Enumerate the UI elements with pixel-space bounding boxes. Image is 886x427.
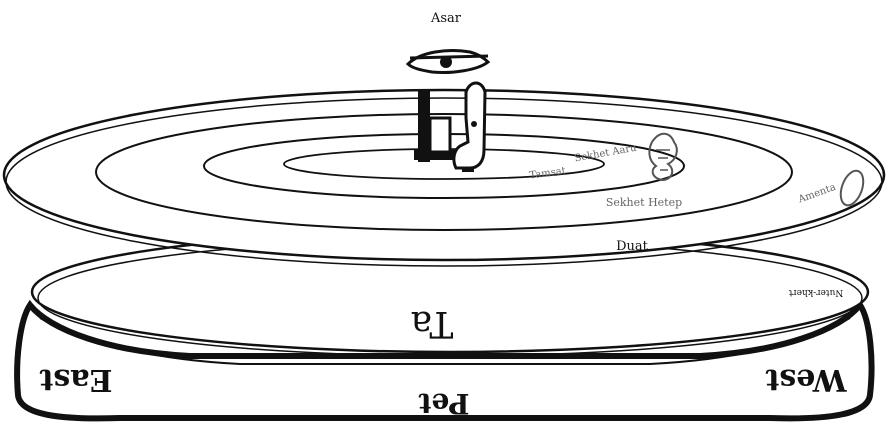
duat-outer-disc bbox=[4, 90, 884, 260]
duat-label: Duat bbox=[616, 239, 649, 254]
sekhet-hetep-label: Sekhet Hetep bbox=[606, 196, 682, 209]
asar-label: Asar bbox=[430, 11, 462, 26]
east-label: East bbox=[39, 362, 112, 397]
ta-label: Ta bbox=[411, 303, 454, 344]
eye-icon bbox=[408, 51, 488, 73]
west-label: West bbox=[765, 362, 847, 397]
nuter-khert-label: Nuter-khert bbox=[788, 287, 843, 297]
pet-label: Pet bbox=[418, 387, 469, 420]
